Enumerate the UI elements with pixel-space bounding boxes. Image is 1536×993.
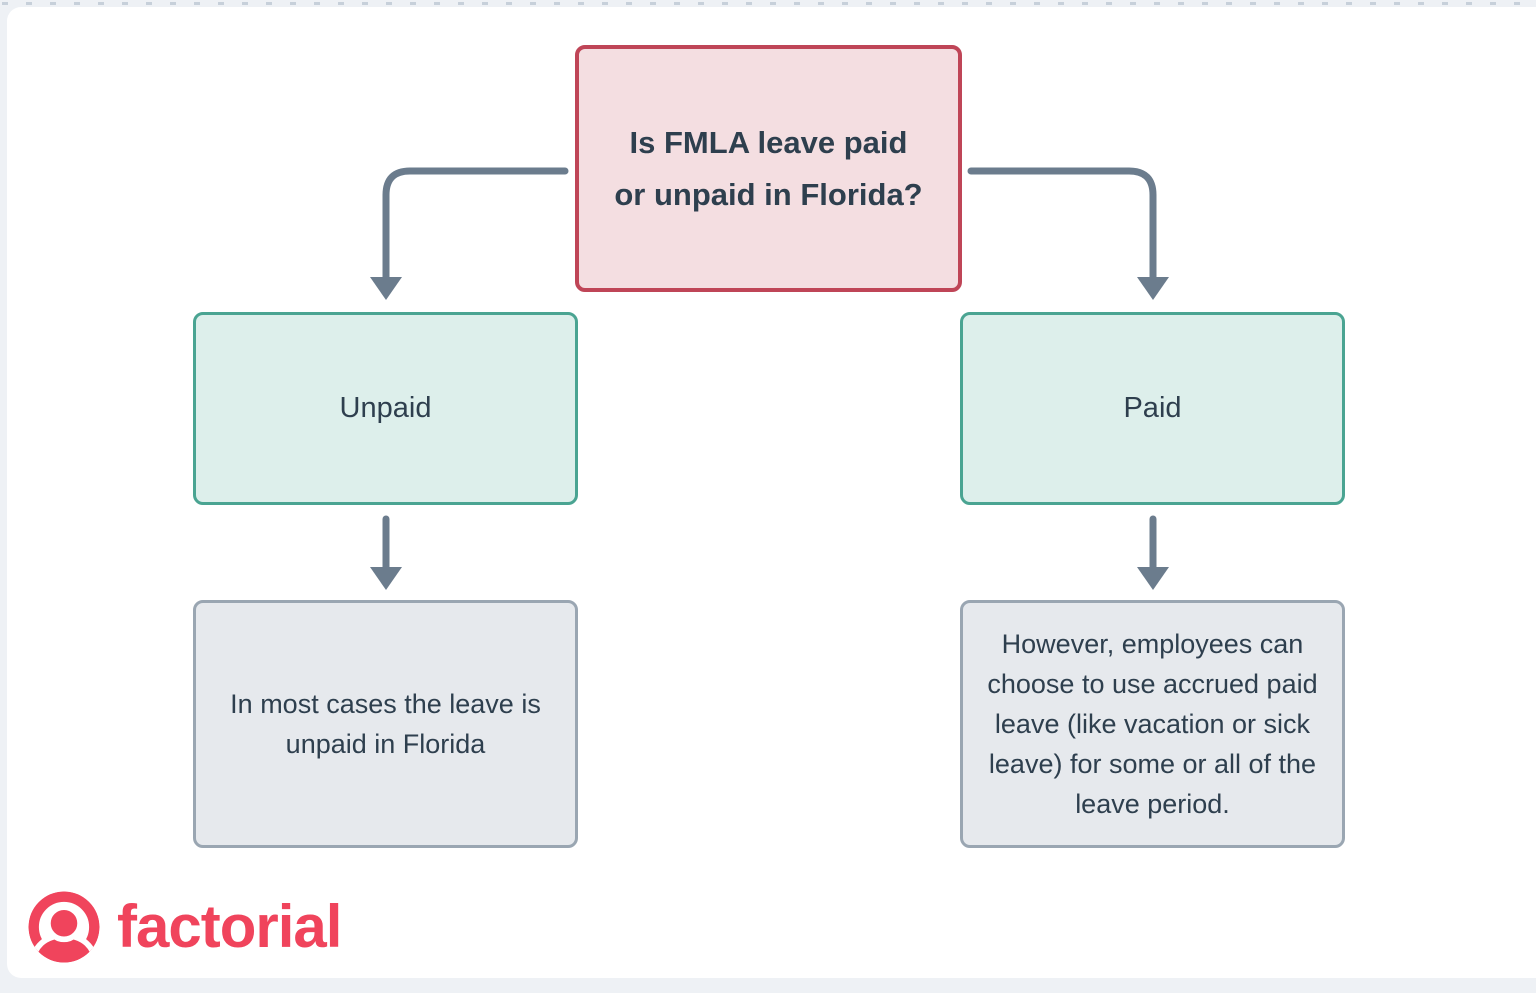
detail-node-paid-text: However, employees can choose to use acc… (987, 629, 1318, 819)
factorial-logo-icon (28, 891, 100, 963)
footer-brand: factorial (28, 891, 342, 963)
branch-node-unpaid-label: Unpaid (339, 392, 432, 424)
branch-node-paid-label: Paid (1123, 392, 1182, 424)
branch-node-paid: Paid (960, 312, 1345, 505)
detail-node-unpaid: In most cases the leave is unpaid in Flo… (193, 600, 578, 848)
branch-node-unpaid: Unpaid (193, 312, 578, 505)
detail-node-unpaid-text: In most cases the leave is unpaid in Flo… (230, 689, 541, 759)
factorial-wordmark: factorial (117, 893, 342, 960)
detail-node-paid: However, employees can choose to use acc… (960, 600, 1345, 848)
question-node-label: Is FMLA leave paid or unpaid in Florida? (614, 124, 923, 212)
canvas-grid-marks (2, 2, 1536, 5)
question-node: Is FMLA leave paid or unpaid in Florida? (575, 45, 962, 292)
